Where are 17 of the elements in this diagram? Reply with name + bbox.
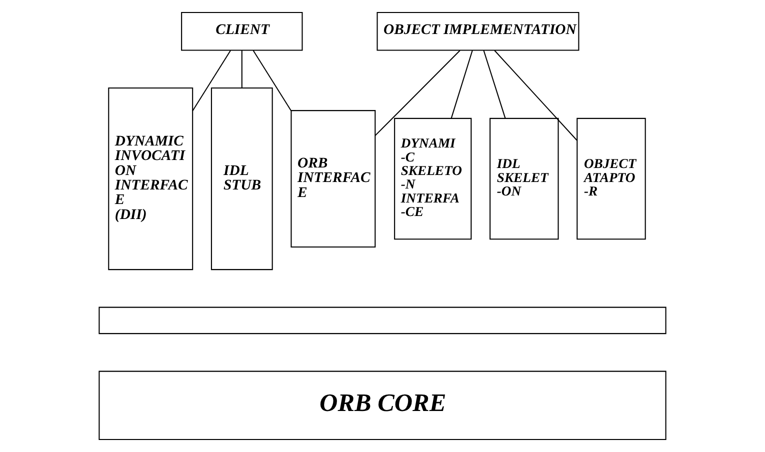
node-box: OBJECT ATAPTO -R [576, 118, 646, 240]
node-box: DYNAMIC INVOCATI ON INTERFAC E (DII) [108, 88, 194, 270]
connector [374, 50, 460, 136]
node-box: IDL SKELET -ON [490, 118, 559, 240]
connector [192, 50, 231, 112]
connector [483, 50, 506, 119]
node-bar [98, 306, 666, 334]
connector [241, 50, 242, 88]
connector [450, 50, 473, 119]
node-box: CLIENT [181, 12, 303, 51]
node-box: OBJECT IMPLEMENTATION [376, 12, 580, 51]
node-box: ORB CORE [98, 370, 666, 440]
node-box: DYNAMI -C SKELETO -N INTERFA -CE [394, 118, 472, 240]
connector [494, 50, 578, 141]
node-box: IDL STUB [210, 88, 273, 270]
node-box: ORB INTERFAC E [290, 110, 376, 248]
connector [252, 50, 292, 112]
